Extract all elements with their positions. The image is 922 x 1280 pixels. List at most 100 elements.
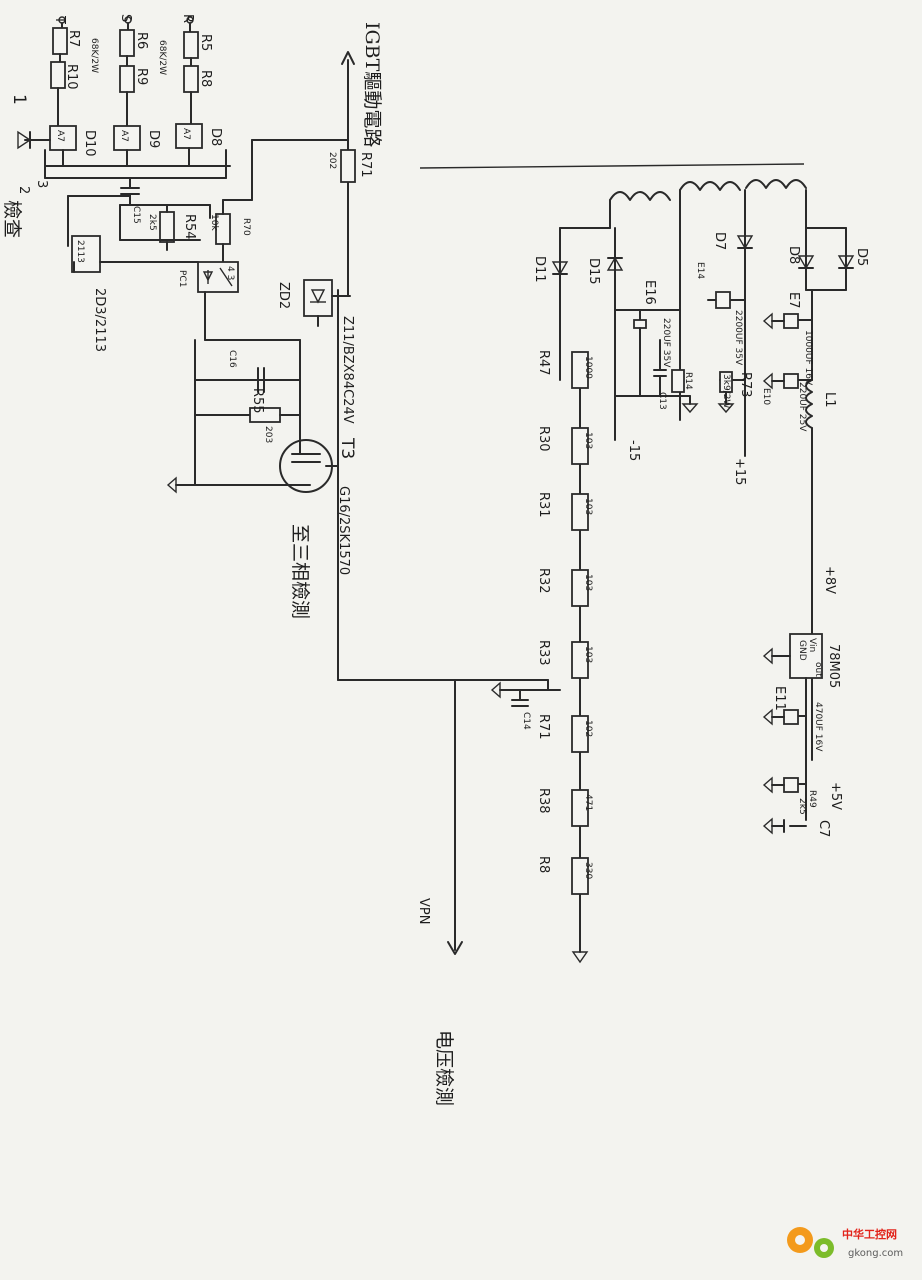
chain-resistor-r71 [571, 715, 589, 753]
chain-label-r47: R47 [536, 350, 551, 376]
reg-pin-gnd: GND [797, 640, 807, 661]
chain-value-r71: 102 [583, 720, 593, 737]
label-r7: R7 [66, 30, 81, 47]
chain-resistor-r33 [571, 641, 589, 679]
label-reg-ic: 2113 [75, 240, 85, 263]
label-minus15: -15 [626, 440, 641, 461]
driver-input-network [67, 139, 349, 293]
chain-label-r31: R31 [536, 492, 551, 518]
voltage-detect-note: 电压檢測 [433, 1030, 455, 1106]
label-e16: E16 [642, 280, 657, 305]
value-r70: 10k [209, 214, 219, 231]
label-r49: R49 [807, 790, 817, 808]
chain-value-r8: 330 [583, 862, 593, 879]
top-note: IGBT驅動電路 [361, 22, 383, 147]
side-note: 檢查 [1, 200, 23, 238]
label-d9: D9 [146, 130, 161, 148]
label-d7: D7 [712, 232, 727, 250]
label-c15: C15 [131, 206, 141, 224]
chain-label-r33: R33 [536, 640, 551, 666]
label-l1: L1 [822, 392, 837, 408]
value-e11: 470UF 16V [813, 702, 823, 752]
label-r5: R5 [198, 34, 213, 51]
to-three-phase-note: 至三相檢測 [289, 524, 311, 619]
value-r54: 2k5 [147, 214, 157, 231]
label-plus15: +15 [732, 458, 747, 485]
label-c16: C16 [227, 350, 237, 368]
neg-rail-caps [633, 291, 746, 414]
chain-resistor-r8 [571, 857, 589, 895]
value-68k-2: 68K/2W [157, 40, 167, 75]
pin-r: R [180, 14, 195, 23]
label-78m05: 78M05 [826, 644, 841, 688]
label-d11: D11 [532, 256, 547, 283]
zener-feedback [303, 51, 356, 327]
reg-note: 2D3/2113 [92, 288, 107, 352]
chain-resistor-r38 [571, 789, 589, 827]
chain-value-r31: 103 [583, 498, 593, 515]
chain-label-r38: R38 [536, 788, 551, 814]
number-2: 2 [16, 186, 31, 194]
chain-resistor-r30 [571, 427, 589, 465]
value-e14: 2200UF 35V [733, 310, 743, 366]
label-c14: C14 [521, 712, 531, 730]
watermark-url: gkong.com [848, 1248, 903, 1259]
value-e7: 1000UF 16V [803, 330, 813, 386]
label-pc1: PC1 [177, 270, 187, 287]
driver-output-stage [166, 289, 549, 681]
label-d8: D8 [208, 128, 223, 146]
label-r54: R54 [182, 214, 197, 240]
label-plus5: +5V [828, 782, 843, 810]
label-r55: R55 [250, 388, 265, 414]
label-d8-right: D8 [786, 246, 801, 264]
label-a7-3: A7 [181, 128, 191, 140]
chain-label-r8: R8 [536, 856, 551, 873]
label-d5: D5 [854, 248, 869, 266]
label-r9: R9 [134, 68, 149, 85]
label-e11: E11 [772, 686, 787, 711]
label-c7: C7 [816, 820, 831, 837]
label-d10: D10 [82, 130, 97, 157]
number-3: 3 [34, 180, 49, 188]
chain-value-r38: 471 [583, 794, 593, 811]
label-r8: R8 [198, 70, 213, 87]
label-r14: R14 [683, 372, 693, 390]
label-e10: E10 [761, 388, 771, 405]
chain-value-r32: 103 [583, 574, 593, 591]
chain-label-r71: R71 [536, 714, 551, 740]
value-r73: 3k9/2W [721, 374, 731, 408]
opto-bridge-row [17, 123, 231, 179]
value-r49: 2k5 [797, 798, 807, 815]
t3-note: G16/2SK1570 [336, 486, 351, 575]
chain-value-r30: 103 [583, 432, 593, 449]
input-phase-resistors [50, 16, 199, 127]
vpn-label: VPN [416, 898, 431, 924]
label-r10: R10 [64, 64, 79, 90]
label-r73: R73 [738, 372, 753, 398]
chain-value-r47: 1000 [583, 356, 593, 379]
regulator-5v [762, 633, 823, 835]
label-t3: T3 [337, 437, 357, 459]
chain-resistor-r32 [571, 569, 589, 607]
pc1-pins: 4 3 [225, 266, 235, 280]
label-r6: R6 [134, 32, 149, 49]
zd2-note: Z11/BZX84C24V [340, 316, 355, 424]
reg-pin-vin: Vin [807, 638, 817, 652]
label-d15: D15 [586, 258, 601, 285]
watermark-logo [787, 1227, 834, 1258]
label-r71: R71 [358, 152, 373, 178]
transformer-windings [559, 179, 807, 457]
vpn-output [447, 679, 463, 955]
chain-resistor-r31 [571, 493, 589, 531]
diodes-neg-rail [551, 227, 691, 441]
label-a7-2: A7 [119, 130, 129, 142]
label-plus8: +8V [822, 566, 837, 594]
label-e7: E7 [786, 292, 801, 309]
reg-pin-out: out [813, 662, 823, 677]
label-r70: R70 [241, 218, 251, 236]
label-e14: E14 [695, 262, 705, 279]
value-r55: 203 [263, 426, 273, 443]
